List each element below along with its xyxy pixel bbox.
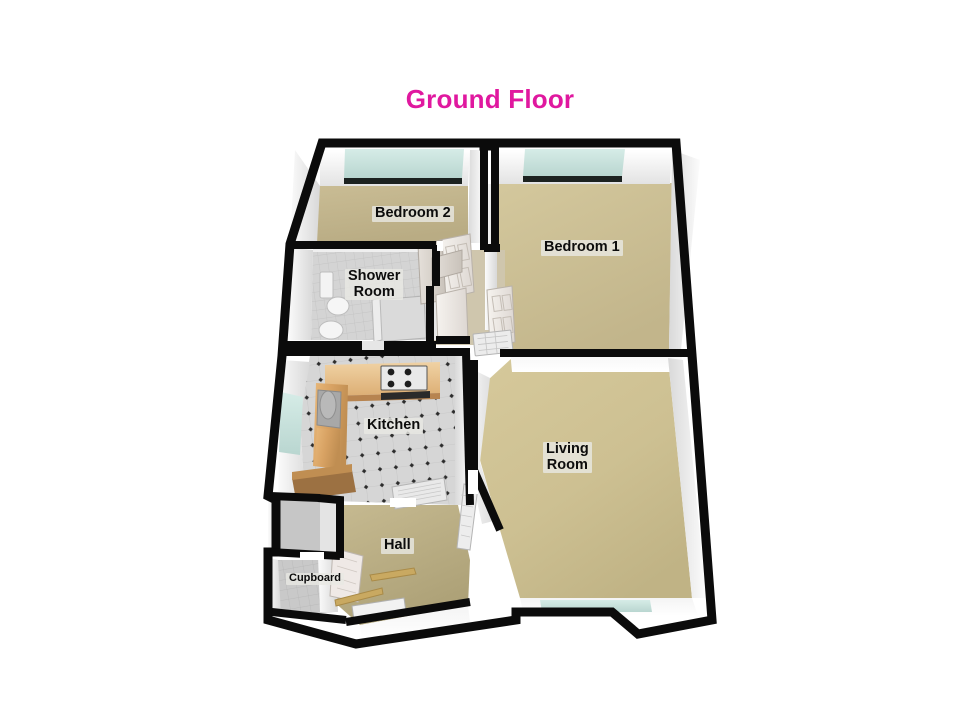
window-kitchen [279, 392, 303, 455]
wall-hall-left [317, 494, 344, 558]
wash-basin [318, 320, 344, 340]
hob-burner-3 [387, 380, 395, 388]
wall-cupboard-bottom [271, 608, 347, 624]
floor-bedroom2-main [317, 186, 468, 243]
door-bedroom1-panel-1 [491, 294, 503, 313]
wall-face-shower-left [288, 248, 313, 340]
hob-burner-4 [404, 380, 412, 388]
door-bedroom2-panel-4 [458, 266, 473, 288]
toilet-cistern [319, 271, 334, 299]
floor-bedroom1 [497, 183, 672, 350]
window-bedroom1 [523, 149, 625, 176]
shower-screen [371, 297, 383, 343]
opening-kitchen-hall [390, 498, 416, 507]
kitchen-unit-corner-top [292, 464, 352, 480]
opening-shower [362, 341, 384, 350]
page-title: Ground Floor [405, 84, 575, 114]
door-cupboard-panels [336, 555, 358, 594]
door-bedroom1-panel-2 [501, 293, 513, 312]
hob-burner-2 [404, 368, 412, 376]
wall-face-hall-bottom [360, 605, 470, 640]
wall-outlines [263, 138, 717, 649]
shower-room-fixtures [318, 271, 427, 343]
door-kitchen-louvre [397, 482, 442, 504]
window-bedroom1-sill [523, 176, 622, 182]
hall-radiator-b [334, 587, 384, 607]
bedroom1-vent-slats [477, 331, 509, 355]
hall-wall-stub [320, 500, 340, 556]
floor-living-room [480, 358, 692, 598]
sink-bowl [319, 390, 337, 420]
hall-radiator [369, 567, 417, 582]
kitchen-fittings [292, 362, 440, 500]
window-bedroom2-sill [344, 178, 462, 184]
toilet-pan [326, 296, 350, 316]
kitchen-hob [380, 365, 428, 391]
interior-wall-outlines [269, 146, 688, 626]
wall-face-bedroom2-right [468, 150, 483, 243]
window-bedroom2 [344, 149, 464, 178]
door-openings [300, 241, 478, 560]
wall-hall-bottom [345, 598, 471, 626]
opening-living-hall [468, 470, 478, 494]
kitchen-extractor-shadow [381, 391, 430, 400]
opening-bedroom2 [437, 241, 443, 251]
wall-store-top [269, 492, 321, 502]
outer-wall-envelope [263, 138, 717, 649]
opening-cupboard [300, 552, 324, 560]
wall-face-living-right [668, 358, 706, 598]
hob-burner-1 [387, 368, 395, 376]
door-lobby [435, 287, 469, 345]
kitchen-worktop-left-lower [315, 428, 340, 468]
